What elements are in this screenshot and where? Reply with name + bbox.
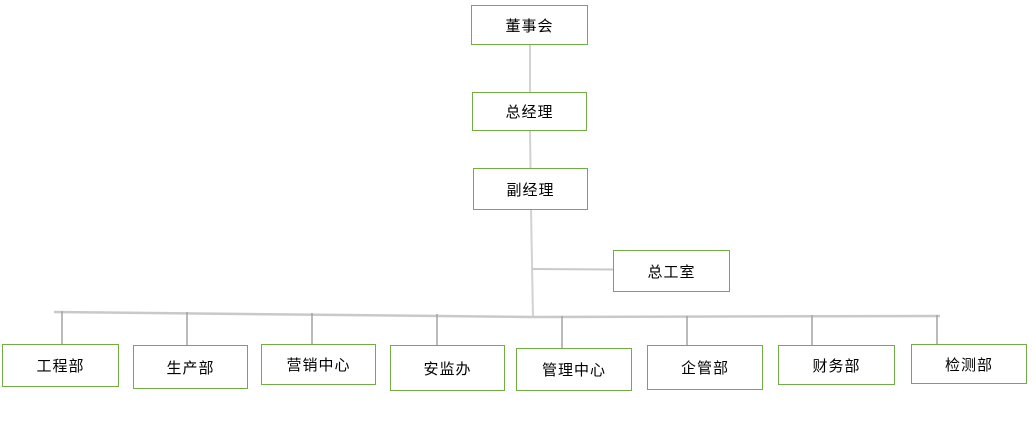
org-node-dept-testing: 检测部: [911, 344, 1027, 384]
org-node-deputy-manager: 副经理: [473, 168, 588, 210]
org-node-dept-production: 生产部: [133, 345, 248, 389]
connector-bus: [53, 310, 941, 319]
org-node-chief-engineer-office: 总工室: [613, 250, 730, 292]
org-node-dept-marketing-center: 营销中心: [261, 344, 376, 385]
connector-dgm-bus: [530, 208, 534, 319]
org-node-dept-management-center: 管理中心: [516, 348, 632, 391]
org-node-dept-enterprise-management: 企管部: [647, 345, 763, 390]
org-node-dept-finance: 财务部: [778, 345, 895, 385]
connector-branch-staff-office: [531, 268, 615, 271]
org-node-board-of-directors: 董事会: [471, 5, 588, 45]
org-node-general-manager: 总经理: [472, 92, 587, 131]
org-node-dept-engineering: 工程部: [2, 344, 119, 387]
org-node-dept-safety-supervision: 安监办: [390, 345, 505, 391]
connector-gm-dgm: [529, 129, 532, 170]
